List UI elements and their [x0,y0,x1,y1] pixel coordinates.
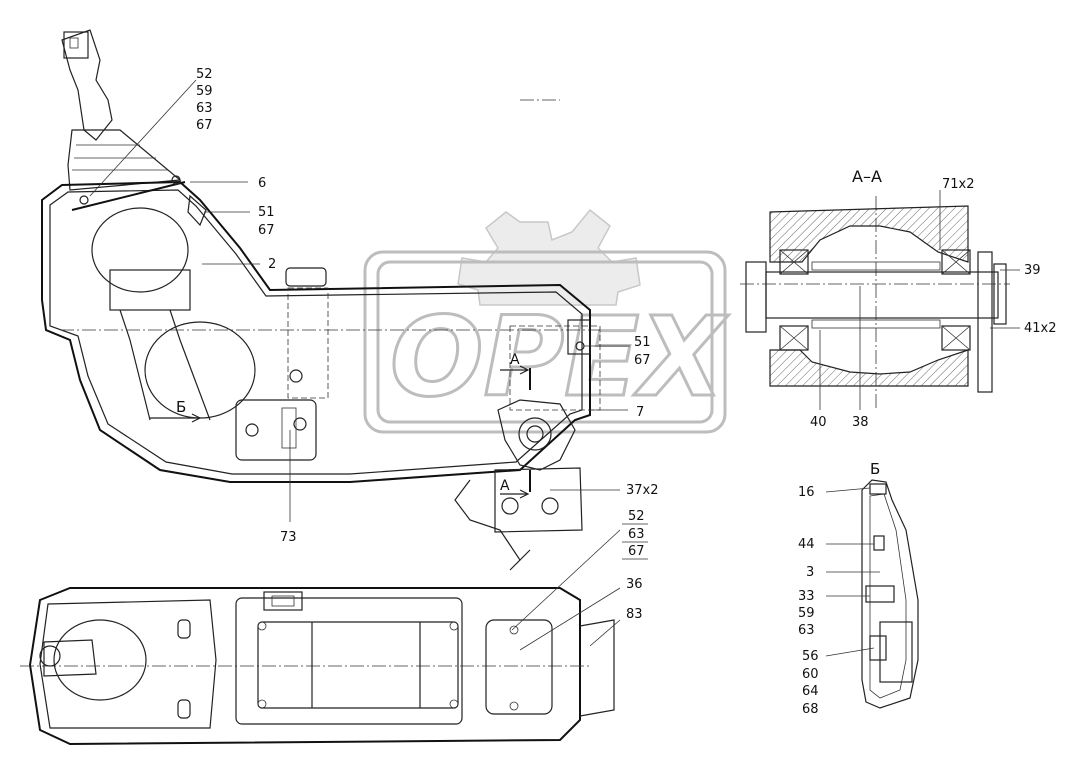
callout-67-mid: 67 [634,353,651,368]
callout-37x2: 37x2 [626,483,659,498]
callout-51-mid: 51 [634,335,651,350]
bracket-73 [235,399,317,461]
armrest-83 [579,619,615,717]
bearing-tl [779,249,809,275]
callout-39: 39 [1024,263,1041,278]
leader-lines [89,79,1020,657]
bearing-bl [779,325,809,351]
top-tab [285,267,327,287]
callout-68: 68 [802,702,819,717]
callout-56: 56 [802,649,819,664]
clip-51 [567,319,591,355]
view-b-label: Б [870,460,880,478]
cavity-lower [144,321,256,419]
callout-60: 60 [802,667,819,682]
side-cover [861,479,919,709]
callout-63: 63 [196,101,213,116]
callout-64: 64 [802,684,819,699]
callout-3: 3 [806,565,814,580]
callouts: 52 59 63 67 6 51 67 2 51 67 7 37x2 73 71… [196,67,1057,717]
callout-plan-52: 52 [628,509,645,524]
callout-44: 44 [798,537,815,552]
watermark-logo: OPEX [363,208,731,434]
callout-59-b: 59 [798,606,815,621]
callout-36: 36 [626,577,643,592]
callout-41x2: 41x2 [1024,321,1057,336]
indicator-lamp [263,591,303,611]
callout-33: 33 [798,589,815,604]
bracket-6 [187,194,207,227]
middle-panel [235,597,463,725]
left-panel [39,599,217,729]
cover-plate [71,181,186,211]
right-panel-36 [485,619,553,715]
bearing-br [941,325,971,351]
callout-6: 6 [258,176,266,191]
callout-83: 83 [626,607,643,622]
section-labels: А–А Б Б А А [176,167,882,494]
rubber-boot [67,129,182,191]
hydraulic-block [109,269,191,311]
watermark-text: OPEX [390,293,729,421]
section-aa-view [740,196,1010,410]
shaft-38 [765,271,999,319]
hose-pair [119,309,211,421]
console-plan-outline [28,587,581,746]
callout-38: 38 [852,415,869,430]
callout-73: 73 [280,530,297,545]
switch-56 [879,621,913,683]
hidden-bracket [287,287,329,399]
section-a-bottom-label: А [500,478,510,494]
view-b-arrow-label: Б [176,398,186,416]
pivot-bracket [497,399,576,471]
mounting-plate [494,467,583,533]
section-aa-label: А–А [852,167,882,186]
callout-51-top: 51 [258,205,275,220]
callout-16: 16 [798,485,815,500]
callout-67-top: 67 [258,223,275,238]
callout-2: 2 [268,257,276,272]
callout-59: 59 [196,84,213,99]
cap-16 [869,483,887,495]
callout-67: 67 [196,118,213,133]
roller-hub-top [769,205,969,263]
callout-71x2: 71x2 [942,177,975,192]
joystick-plan [53,619,147,701]
plan-view [20,587,615,746]
washer-left [745,261,767,333]
callout-52: 52 [196,67,213,82]
joystick-button-block [63,31,89,59]
washer-right [977,251,993,393]
callout-plan-67: 67 [628,544,645,559]
roller-hub-bottom [769,349,969,387]
cavity-upper [91,207,189,293]
joystick-grip [61,29,113,141]
gear-logo-icon [457,208,641,306]
lever-arm [454,479,531,571]
fastener-33 [865,585,895,603]
callout-40: 40 [810,415,827,430]
section-a-top-label: А [510,352,520,368]
console-body [41,180,591,483]
callout-plan-63: 63 [628,527,645,542]
watermark-frame [363,250,727,434]
view-b [861,479,919,709]
callout-63-b: 63 [798,623,815,638]
callout-7: 7 [636,405,644,420]
hidden-mount [509,325,601,411]
pivot-nut [518,417,552,451]
side-view [41,29,601,571]
bearing-tr [941,249,971,275]
